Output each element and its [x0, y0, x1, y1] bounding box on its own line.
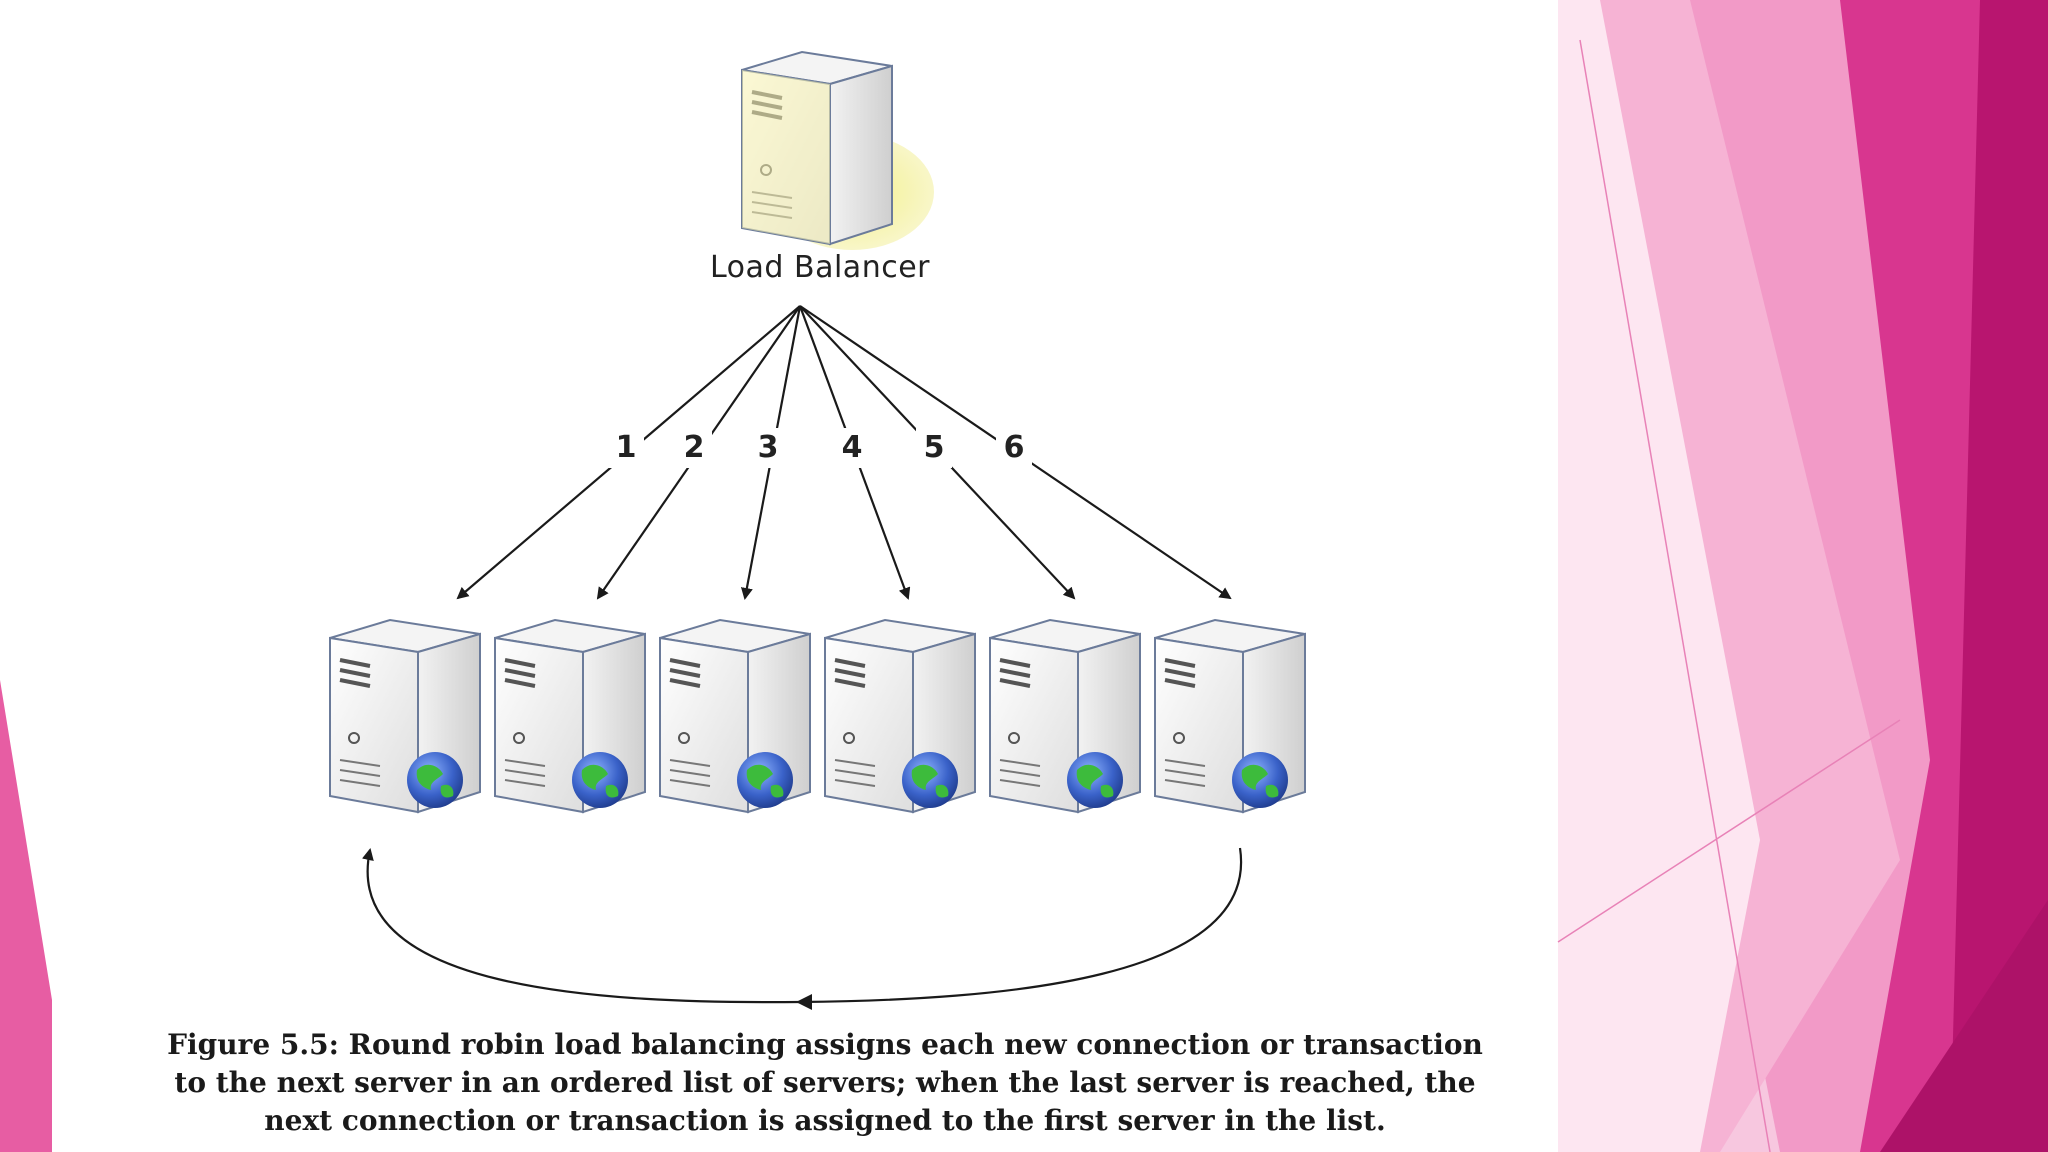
connection-number-3: 3	[757, 430, 779, 465]
caption-line-2: to the next server in an ordered list of…	[174, 1066, 1476, 1099]
right-decorative-panel	[1557, 0, 2048, 1152]
globe-icon	[1232, 752, 1288, 808]
figure-caption: Figure 5.5: Round robin load balancing a…	[130, 1026, 1520, 1140]
globe-icon	[1067, 752, 1123, 808]
caption-line-1: Figure 5.5: Round robin load balancing a…	[167, 1028, 1483, 1061]
globe-icon	[737, 752, 793, 808]
web-server-row	[328, 618, 1307, 814]
connection-number-6: 6	[1003, 430, 1025, 465]
caption-line-3: next connection or transaction is assign…	[264, 1104, 1386, 1137]
globe-icon	[572, 752, 628, 808]
globe-icons	[407, 752, 1288, 808]
load-balancer-label: Load Balancer	[710, 250, 930, 285]
connection-number-5: 5	[923, 430, 945, 465]
connection-number-4: 4	[841, 430, 863, 465]
load-balancer-server-icon	[740, 50, 934, 250]
connection-number-1: 1	[615, 430, 637, 465]
connection-number-2: 2	[683, 430, 705, 465]
left-decorative-edge	[0, 680, 52, 1152]
globe-icon	[407, 752, 463, 808]
round-robin-return-arrow	[362, 847, 1243, 1010]
globe-icon	[902, 752, 958, 808]
